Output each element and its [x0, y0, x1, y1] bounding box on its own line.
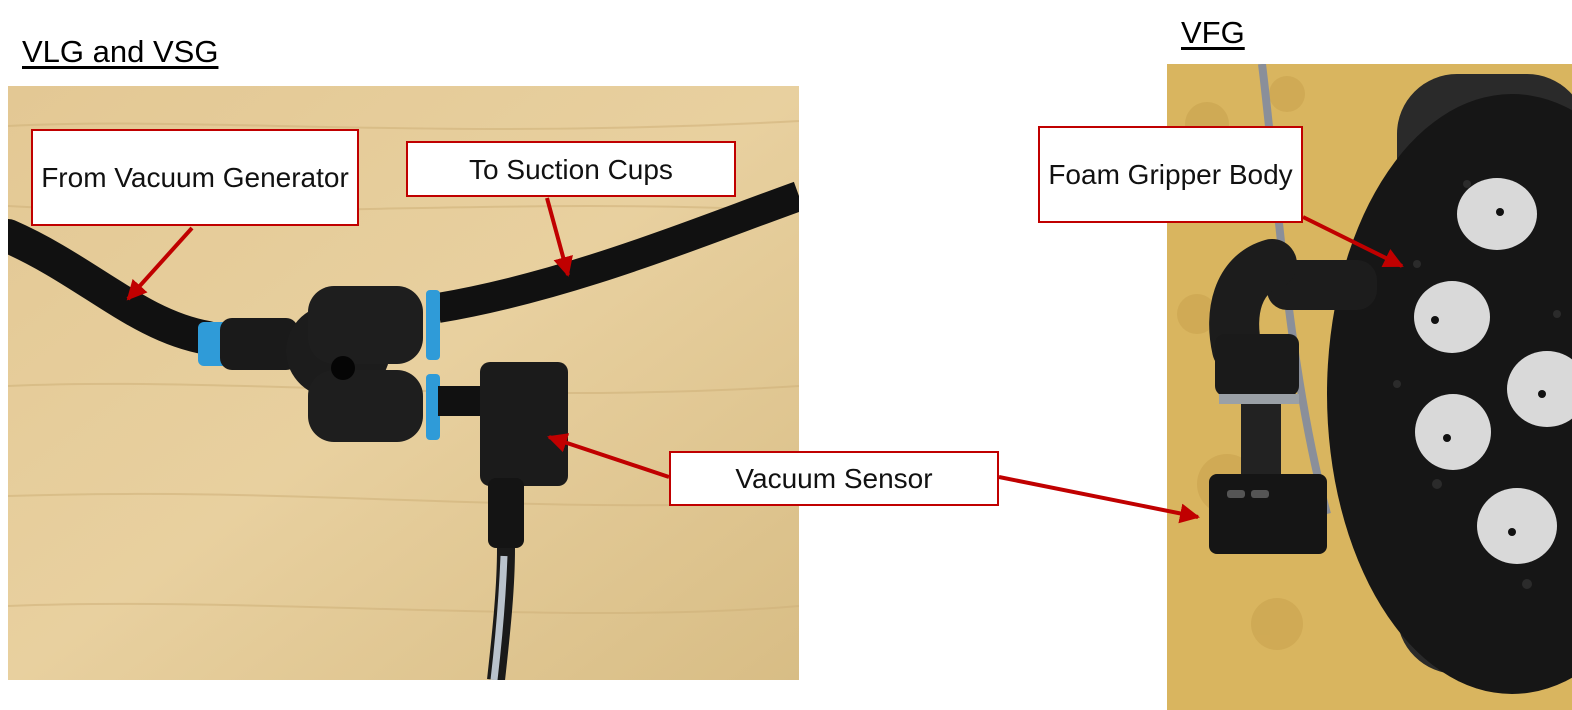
callout-to-suction-cups: To Suction Cups — [406, 141, 736, 197]
callout-foam-gripper-body: Foam Gripper Body — [1038, 126, 1303, 223]
heading-vlg-vsg: VLG and VSG — [22, 34, 219, 69]
callout-from-vacuum-generator: From Vacuum Generator — [31, 129, 359, 226]
callout-vacuum-sensor: Vacuum Sensor — [669, 451, 999, 506]
photo-vfg-gripper — [1167, 64, 1572, 710]
heading-vfg: VFG — [1181, 15, 1245, 50]
